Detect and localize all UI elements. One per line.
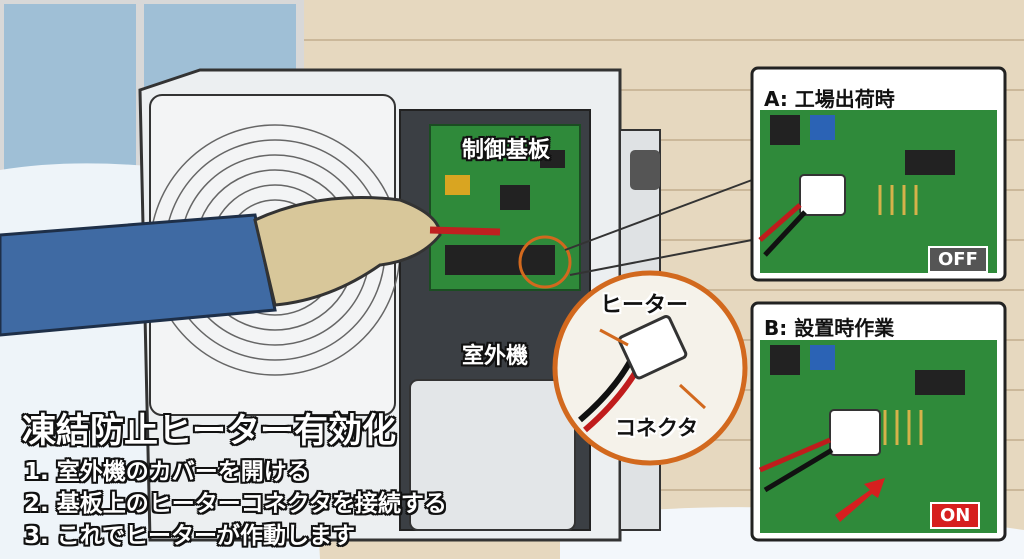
control-board-label: 制御基板 bbox=[462, 138, 551, 163]
connector-highlight bbox=[518, 235, 572, 289]
connector-label: コネクタ bbox=[615, 416, 699, 440]
step-2: 2. 基板上のヒーターコネクタを接続する bbox=[24, 491, 447, 517]
panel-a-title: A: 工場出荷時 bbox=[764, 87, 895, 111]
magnifier bbox=[552, 270, 748, 466]
terminal-block bbox=[445, 245, 555, 275]
step-3: 3. これでヒーターが作動します bbox=[24, 523, 356, 549]
panel-b-title: B: 設置時作業 bbox=[764, 316, 895, 340]
heater-label: ヒーター bbox=[600, 293, 689, 318]
outdoor-unit-label: 室外機 bbox=[462, 344, 529, 369]
on-badge: ON bbox=[930, 502, 981, 529]
connector-icon bbox=[618, 315, 688, 380]
page-title: 凍結防止ヒーター有効化 bbox=[22, 411, 396, 451]
worker-arm bbox=[0, 196, 501, 337]
insert-arrow-icon bbox=[835, 478, 885, 522]
screwdriver bbox=[429, 226, 501, 236]
panel-b bbox=[750, 301, 1007, 542]
off-badge: OFF bbox=[928, 246, 988, 273]
panel-a bbox=[750, 66, 1007, 282]
step-1: 1. 室外機のカバーを開ける bbox=[24, 459, 310, 485]
